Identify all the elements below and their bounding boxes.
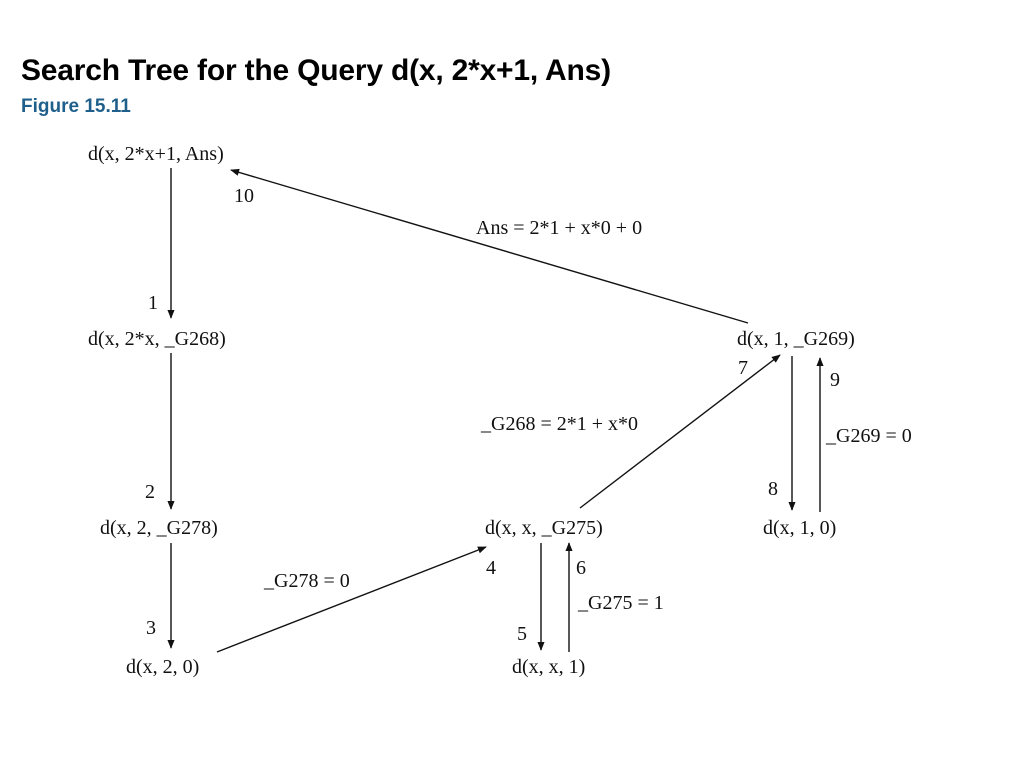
slide-title: Search Tree for the Query d(x, 2*x+1, An… xyxy=(21,54,611,87)
node-n2: d(x, 2, _G278) xyxy=(100,517,218,539)
node-n8: d(x, 1, 0) xyxy=(763,517,836,539)
step-number-2: 2 xyxy=(145,481,155,503)
binding-g275: _G275 = 1 xyxy=(577,592,664,614)
node-n1: d(x, 2*x, _G268) xyxy=(88,328,226,350)
step-number-1: 1 xyxy=(148,292,158,314)
node-n7: d(x, 1, _G269) xyxy=(737,328,855,350)
node-n5: d(x, x, 1) xyxy=(512,656,585,678)
step-number-9: 9 xyxy=(830,369,840,391)
binding-g278: _G278 = 0 xyxy=(263,570,350,592)
figure-label: Figure 15.11 xyxy=(21,96,131,117)
binding-g268: _G268 = 2*1 + x*0 xyxy=(480,413,638,435)
step-number-8: 8 xyxy=(768,478,778,500)
edge-10-n7-to-root xyxy=(230,168,749,324)
step-number-7: 7 xyxy=(738,357,748,379)
node-root: d(x, 2*x+1, Ans) xyxy=(88,143,224,165)
binding-g269: _G269 = 0 xyxy=(825,425,912,447)
step-number-10: 10 xyxy=(234,185,254,207)
node-n4: d(x, x, _G275) xyxy=(485,517,603,539)
step-number-4: 4 xyxy=(486,557,496,579)
edge-7-n4-to-n7 xyxy=(579,354,781,509)
step-number-3: 3 xyxy=(146,617,156,639)
edge-4-n3-to-n4 xyxy=(216,546,487,653)
binding-ans: Ans = 2*1 + x*0 + 0 xyxy=(476,217,642,239)
step-number-6: 6 xyxy=(576,557,586,579)
node-n3: d(x, 2, 0) xyxy=(126,656,199,678)
step-number-5: 5 xyxy=(517,623,527,645)
